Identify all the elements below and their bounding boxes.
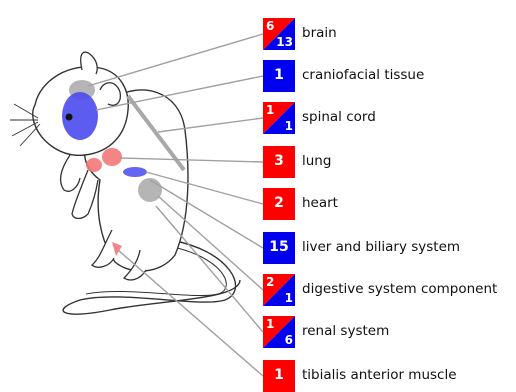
down-count: 1 xyxy=(285,292,293,304)
eye-dot xyxy=(66,114,73,121)
organ-label: lung xyxy=(302,153,331,169)
heart-region xyxy=(86,158,102,172)
up-count: 1 xyxy=(266,318,274,330)
organ-label: craniofacial tissue xyxy=(302,67,424,83)
organ-row-craniofacial: 1 craniofacial tissue xyxy=(263,60,516,92)
liver-region xyxy=(123,167,147,177)
organ-label: tibialis anterior muscle xyxy=(302,367,457,383)
up-count: 1 xyxy=(263,368,295,382)
organ-row-lung: 3 lung xyxy=(263,146,516,178)
organ-label: brain xyxy=(302,25,337,41)
leader-line-brain xyxy=(88,34,263,86)
down-count: 13 xyxy=(276,36,293,48)
lung-region xyxy=(102,148,122,166)
up-count: 2 xyxy=(263,196,295,210)
organ-row-liver: 15 liver and biliary system xyxy=(263,232,516,264)
count-badge-heart: 2 xyxy=(263,188,295,220)
count-badge-liver: 15 xyxy=(263,232,295,264)
organ-label: renal system xyxy=(302,323,389,339)
up-count: 1 xyxy=(266,104,274,116)
down-count: 6 xyxy=(285,334,293,346)
organ-label: liver and biliary system xyxy=(302,239,460,255)
count-badge-lung: 3 xyxy=(263,146,295,178)
count-badge-craniofacial: 1 xyxy=(263,60,295,92)
up-count: 3 xyxy=(263,154,295,168)
up-count: 2 xyxy=(266,276,274,288)
count-badge-tibialis: 1 xyxy=(263,360,295,392)
down-count: 1 xyxy=(263,68,295,82)
organ-row-tibialis: 1 tibialis anterior muscle xyxy=(263,360,516,392)
leader-line-tibialis xyxy=(118,250,263,376)
mouse-front-leg-back xyxy=(61,155,80,191)
leader-line-renal xyxy=(156,206,263,332)
organ-row-heart: 2 heart xyxy=(263,188,516,220)
digestive-region xyxy=(138,178,162,202)
up-count: 6 xyxy=(266,20,274,32)
organ-label: digestive system component xyxy=(302,281,497,297)
down-count: 1 xyxy=(285,120,293,132)
organ-label: spinal cord xyxy=(302,109,376,125)
down-count: 15 xyxy=(263,240,295,254)
organ-label: heart xyxy=(302,195,338,211)
